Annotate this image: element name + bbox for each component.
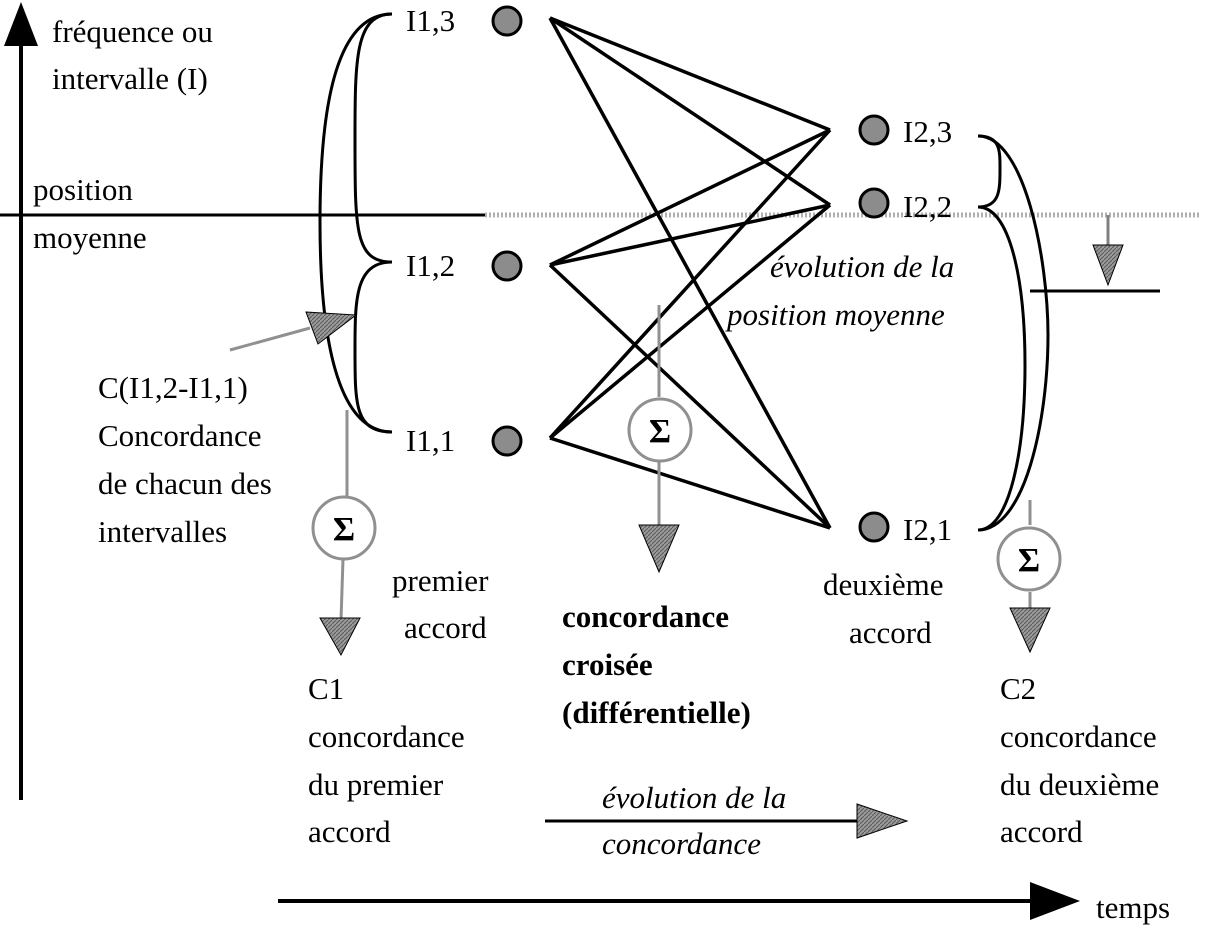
interval-concordance-line1: C(I1,2-I1,1) <box>98 370 248 405</box>
interval-label-i2-1: I2,1 <box>903 512 952 547</box>
node-i1-1 <box>491 425 523 457</box>
interval-concordance-line4: intervalles <box>98 514 227 549</box>
cross-line <box>548 203 832 440</box>
chord1-braces <box>318 12 393 434</box>
x-axis-arrowhead <box>1030 882 1080 920</box>
sigma-cross-symbol: Σ <box>649 413 671 450</box>
sigma-cross-arrowhead <box>638 524 680 574</box>
sigma-c1-circle <box>311 495 377 561</box>
y-axis-arrowhead <box>4 2 38 46</box>
sigma-c2-flow <box>1009 500 1051 654</box>
chord1-label-line2: accord <box>404 610 487 645</box>
brace-upper <box>353 12 393 264</box>
cross-concordance-line3: (différentielle) <box>562 695 751 730</box>
mean-shift-label-line2: position moyenne <box>725 297 945 332</box>
c2-line2: concordance <box>1000 719 1157 754</box>
sigma-c2-circle <box>996 526 1062 592</box>
interval-label-i2-3: I2,3 <box>903 114 952 149</box>
brace-lower <box>353 260 393 434</box>
cross-concordance-line1: concordance <box>562 599 729 634</box>
chord2-label-line2: accord <box>849 615 932 650</box>
mean-position-label-line2: moyenne <box>33 220 147 255</box>
y-axis-label-line1: fréquence ou <box>52 14 213 49</box>
sigma-c2-arrowhead <box>1009 607 1051 654</box>
c1-line2: concordance <box>308 719 465 754</box>
node-i2-2 <box>858 187 890 219</box>
node-i2-1 <box>858 511 890 543</box>
c2-line4: accord <box>1000 814 1083 849</box>
cross-line <box>549 203 831 267</box>
y-axis <box>4 2 38 800</box>
sigma-c2-symbol: Σ <box>1018 542 1040 579</box>
cross-concordance-lines <box>548 16 832 530</box>
node-i1-2 <box>491 250 523 282</box>
brace-outer <box>318 12 393 434</box>
cross-line <box>548 17 832 529</box>
x-axis-label: temps <box>1096 890 1170 925</box>
interval-label-i1-1: I1,1 <box>406 423 455 458</box>
sigma-cross-flow <box>638 305 680 574</box>
c1-line1: C1 <box>308 671 344 706</box>
y-axis-label-line2: intervalle (I) <box>52 61 208 96</box>
cross-line <box>548 263 832 530</box>
c1-line4: accord <box>308 814 391 849</box>
chord2-braces <box>977 134 1050 532</box>
sigma-c1-symbol: Σ <box>333 511 355 548</box>
brace-inner <box>977 205 1027 532</box>
c2-line3: du deuxième <box>1000 767 1159 802</box>
interval-concordance-arrow <box>229 311 358 352</box>
brace-small <box>977 134 1002 209</box>
interval-concordance-line3: de chacun des <box>98 466 272 501</box>
x-axis <box>278 882 1080 920</box>
chord1-label-line1: premier <box>392 563 489 598</box>
concordance-evolution-line1: évolution de la <box>602 780 786 815</box>
interval-label-i1-3: I1,3 <box>406 3 455 38</box>
mean-position-label-line1: position <box>33 172 133 207</box>
interval-concordance-line2: Concordance <box>98 418 262 453</box>
chord2-label-line1: deuxième <box>823 567 944 602</box>
concordance-evolution-line2: concordance <box>602 826 761 861</box>
cross-concordance-line2: croisée <box>562 647 653 682</box>
concordance-evolution-arrow <box>545 803 909 839</box>
mean-shift-label-line1: évolution de la <box>770 249 954 284</box>
c2-line1: C2 <box>1000 671 1036 706</box>
c1-line3: du premier <box>308 767 444 802</box>
brace-outer <box>977 134 1050 532</box>
sigma-c1-flow <box>319 410 361 657</box>
node-i1-3 <box>491 5 523 37</box>
cross-line <box>549 436 831 530</box>
sigma-cross-circle <box>627 397 693 463</box>
interval-label-i1-2: I1,2 <box>406 248 455 283</box>
cross-line <box>548 128 832 440</box>
interval-label-i2-2: I2,2 <box>903 189 952 224</box>
cross-line <box>549 16 831 132</box>
cross-line <box>549 128 831 267</box>
node-i2-3 <box>858 114 890 146</box>
cross-line <box>549 16 831 207</box>
mean-shift-arrow <box>1092 215 1124 287</box>
sigma-c1-arrowhead <box>319 617 361 657</box>
